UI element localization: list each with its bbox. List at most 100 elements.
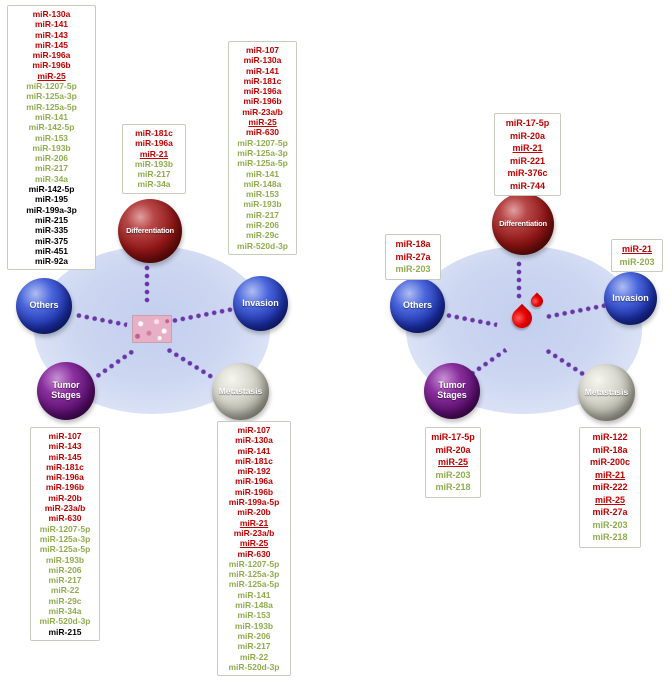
mirna-item: miR-141 bbox=[245, 65, 280, 76]
mirna-item: miR-217 bbox=[237, 641, 271, 652]
mirna-item: miR-27a bbox=[592, 507, 628, 517]
mirna-item: miR-148a bbox=[243, 178, 282, 189]
mirna-item: miR-25 bbox=[239, 538, 269, 549]
mirna-item: miR-217 bbox=[245, 209, 280, 220]
mirna-item: miR-195 bbox=[34, 194, 69, 205]
mirna-item: miR-335 bbox=[34, 225, 69, 236]
mirna-item: miR-203 bbox=[435, 469, 471, 480]
mirna-item: miR-192 bbox=[237, 466, 271, 477]
mirna-item: miR-630 bbox=[237, 548, 271, 559]
mirna-box-tumor-stages-serum: miR-17-5p miR-20a miR-25 miR-203 miR-218 bbox=[425, 427, 481, 498]
mirna-item: miR-23a/b bbox=[242, 106, 283, 117]
node-metastasis-serum: Metastasis bbox=[578, 364, 635, 421]
node-label: Differentiation bbox=[126, 225, 174, 235]
mirna-item: miR-196b bbox=[234, 486, 274, 497]
mirna-item: miR-206 bbox=[34, 153, 69, 164]
mirna-item: miR-141 bbox=[34, 19, 69, 30]
mirna-item: miR-23a/b bbox=[44, 503, 86, 514]
mirna-item: miR-193b bbox=[32, 142, 71, 153]
mirna-item: miR-20a bbox=[509, 130, 545, 141]
mirna-item: miR-520d-3p bbox=[228, 661, 280, 672]
node-label: Others bbox=[29, 300, 59, 311]
mirna-item: miR-107 bbox=[245, 45, 280, 55]
mirna-item: miR-25 bbox=[437, 457, 468, 467]
mirna-item: miR-125a-5p bbox=[237, 158, 288, 169]
mirna-item: miR-203 bbox=[592, 519, 628, 530]
mirna-item: miR-34a bbox=[137, 179, 171, 190]
mirna-item: miR-143 bbox=[48, 441, 82, 452]
mirna-item: miR-196b bbox=[32, 60, 71, 71]
mirna-item: miR-1207-5p bbox=[228, 558, 280, 569]
connector-left-differentiation bbox=[144, 265, 150, 305]
mirna-item: miR-196a bbox=[235, 476, 273, 487]
mirna-item: miR-107 bbox=[237, 425, 271, 435]
node-label: Tumor Stages bbox=[51, 380, 81, 400]
mirna-item: miR-193b bbox=[243, 199, 282, 210]
mirna-item: miR-153 bbox=[34, 132, 69, 143]
mirna-item: miR-206 bbox=[237, 630, 271, 641]
mirna-item: miR-18a bbox=[592, 444, 628, 455]
mirna-item: miR-20b bbox=[237, 507, 271, 518]
mirna-item: miR-17-5p bbox=[505, 118, 550, 128]
mirna-item: miR-142-5p bbox=[28, 122, 75, 133]
mirna-item: miR-222 bbox=[592, 482, 628, 492]
mirna-item: miR-143 bbox=[34, 29, 69, 40]
mirna-item: miR-25 bbox=[594, 494, 625, 505]
mirna-item: miR-1207-5p bbox=[237, 137, 288, 148]
mirna-item: miR-196a bbox=[46, 472, 84, 483]
mirna-item: miR-200c bbox=[589, 457, 631, 467]
mirna-item: miR-125a-3p bbox=[228, 569, 280, 580]
mirna-item: miR-217 bbox=[137, 169, 171, 180]
mirna-item: miR-181c bbox=[235, 455, 273, 466]
node-label: Invasion bbox=[612, 292, 649, 303]
mirna-item: miR-376c bbox=[507, 168, 548, 178]
mirna-item: miR-193b bbox=[134, 158, 174, 169]
mirna-item: miR-145 bbox=[34, 39, 69, 50]
mirna-item: miR-20a bbox=[435, 444, 471, 455]
mirna-item: miR-217 bbox=[34, 163, 69, 174]
connector-right-differentiation bbox=[516, 261, 522, 299]
mirna-item: miR-217 bbox=[48, 575, 82, 586]
node-label: Invasion bbox=[242, 297, 279, 308]
mirna-item: miR-141 bbox=[245, 168, 280, 179]
mirna-item: miR-203 bbox=[395, 264, 431, 274]
mirna-item: miR-630 bbox=[48, 513, 82, 524]
mirna-item: miR-125a-5p bbox=[228, 579, 280, 590]
mirna-item: miR-17-5p bbox=[431, 432, 475, 442]
mirna-item: miR-142-5p bbox=[28, 184, 75, 195]
mirna-item: miR-199a-5p bbox=[228, 497, 280, 508]
mirna-item: miR-451 bbox=[34, 245, 69, 256]
mirna-item: miR-145 bbox=[48, 451, 82, 462]
mirna-item: miR-23a/b bbox=[233, 527, 275, 538]
mirna-item: miR-1207-5p bbox=[39, 523, 91, 534]
mirna-item: miR-21 bbox=[139, 148, 169, 159]
mirna-item: miR-193b bbox=[45, 554, 85, 565]
mirna-item: miR-181c bbox=[135, 128, 173, 138]
mirna-item: miR-34a bbox=[34, 173, 69, 184]
node-others-tissue: Others bbox=[16, 278, 72, 334]
node-invasion-tissue: Invasion bbox=[233, 276, 288, 331]
mirna-item: miR-630 bbox=[245, 127, 280, 138]
mirna-item: miR-21 bbox=[594, 469, 625, 480]
mirna-item: miR-221 bbox=[509, 155, 545, 166]
mirna-item: miR-196a bbox=[243, 86, 282, 97]
mirna-item: miR-375 bbox=[34, 235, 69, 246]
mirna-item: miR-193b bbox=[234, 620, 274, 631]
mirna-item: miR-218 bbox=[435, 482, 471, 492]
node-label: Tumor Stages bbox=[437, 380, 467, 400]
mirna-item: miR-153 bbox=[237, 610, 271, 621]
mirna-item: miR-25 bbox=[248, 117, 277, 128]
node-invasion-serum: Invasion bbox=[604, 272, 657, 325]
node-metastasis-tissue: Metastasis bbox=[212, 363, 269, 420]
mirna-item: miR-196b bbox=[45, 482, 85, 493]
mirna-item: miR-196b bbox=[243, 96, 282, 107]
mirna-item: miR-181c bbox=[243, 75, 282, 86]
mirna-item: miR-18a bbox=[395, 239, 431, 249]
node-label: Others bbox=[402, 299, 432, 310]
node-label: Metastasis bbox=[584, 386, 629, 397]
mirna-item: miR-21 bbox=[512, 143, 543, 153]
mirna-item: miR-29c bbox=[48, 595, 82, 606]
